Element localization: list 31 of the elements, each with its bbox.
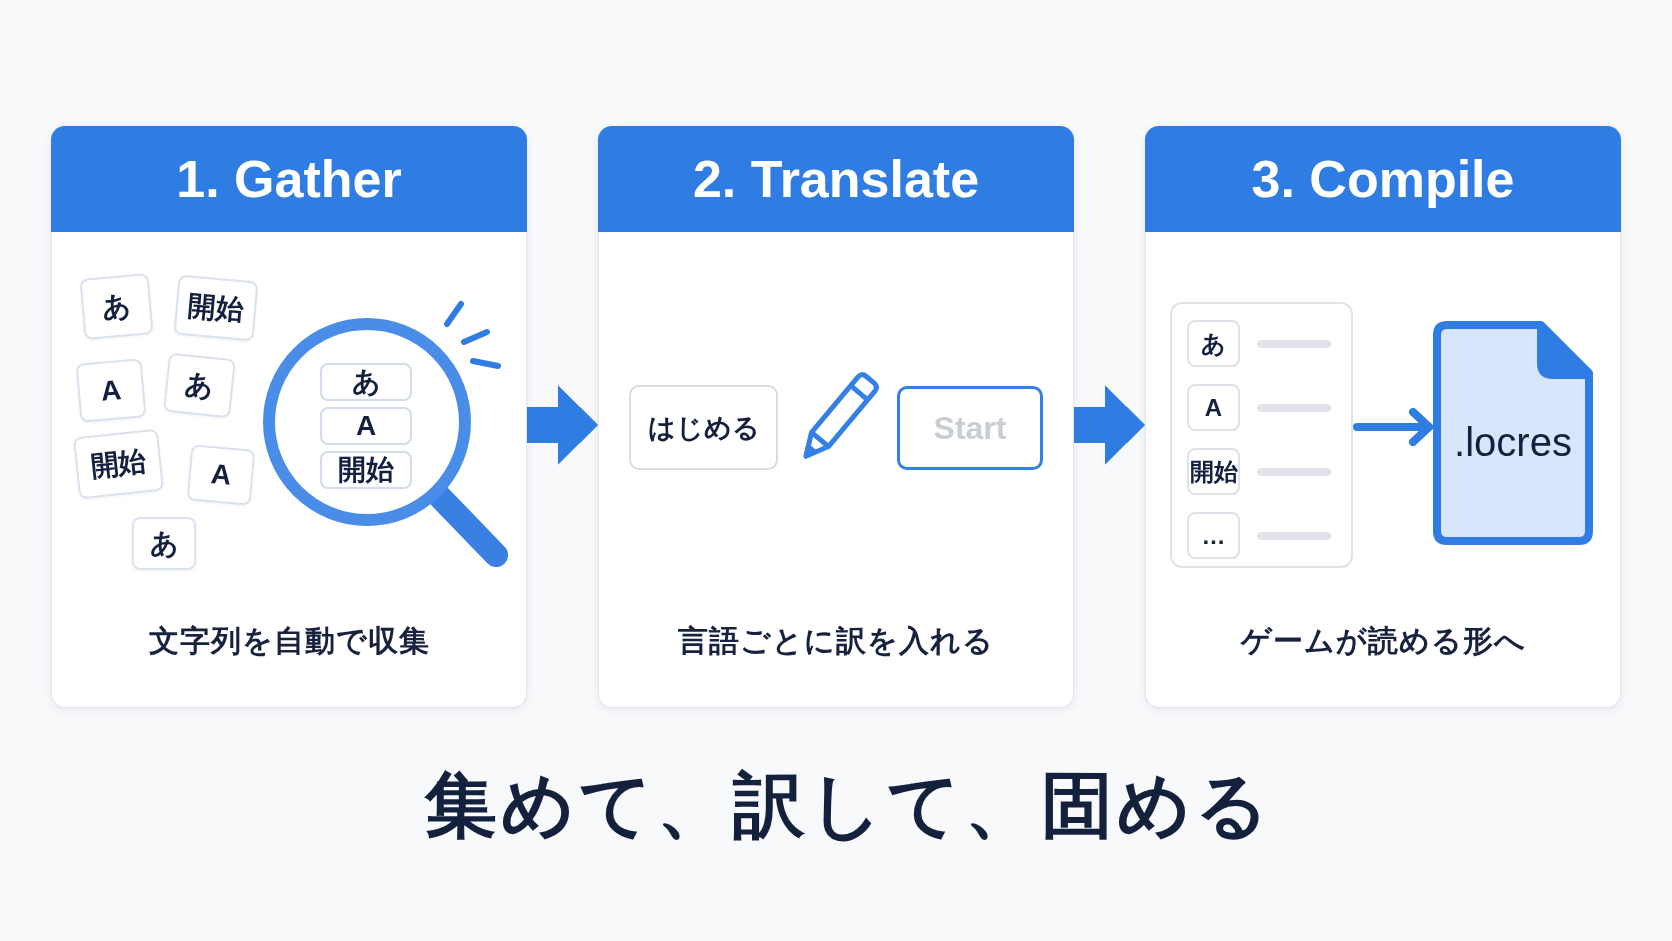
step-heading: 2. Translate bbox=[598, 126, 1074, 232]
character-tile: あ bbox=[132, 517, 196, 570]
arrow bbox=[1353, 408, 1433, 446]
file-name-label: .locres bbox=[1454, 419, 1572, 464]
block-arrow bbox=[1074, 385, 1145, 465]
character-tile: A bbox=[186, 444, 256, 506]
source-text-box: はじめる bbox=[629, 385, 778, 470]
character-tile: あ bbox=[320, 363, 412, 401]
character-tile: 開始 bbox=[320, 451, 412, 489]
character-tile: A bbox=[320, 407, 412, 445]
block-arrow bbox=[527, 385, 598, 465]
step-card bbox=[1145, 126, 1621, 708]
character-tile: あ bbox=[1187, 320, 1240, 367]
character-tile: A bbox=[1187, 384, 1240, 431]
character-tile: あ bbox=[163, 352, 236, 419]
step-caption: 文字列を自動で収集 bbox=[148, 623, 430, 659]
document-file bbox=[1433, 321, 1593, 545]
character-tile: A bbox=[75, 358, 147, 423]
diagram-title: 集めて、訳して、固める bbox=[425, 764, 1273, 847]
step-card bbox=[598, 126, 1074, 708]
character-tile: 開始 bbox=[1187, 448, 1240, 495]
character-tile: 開始 bbox=[173, 274, 259, 342]
step-card bbox=[51, 126, 527, 708]
character-tile: あ bbox=[79, 273, 154, 340]
step-caption: 言語ごとに訳を入れる bbox=[678, 623, 994, 659]
step-caption: ゲームが読める形へ bbox=[1240, 623, 1526, 659]
step-heading: 1. Gather bbox=[51, 126, 527, 232]
character-tile: 開始 bbox=[73, 428, 164, 500]
string-list-panel bbox=[1170, 302, 1353, 568]
step-heading: 3. Compile bbox=[1145, 126, 1621, 232]
character-tile: … bbox=[1187, 512, 1240, 559]
